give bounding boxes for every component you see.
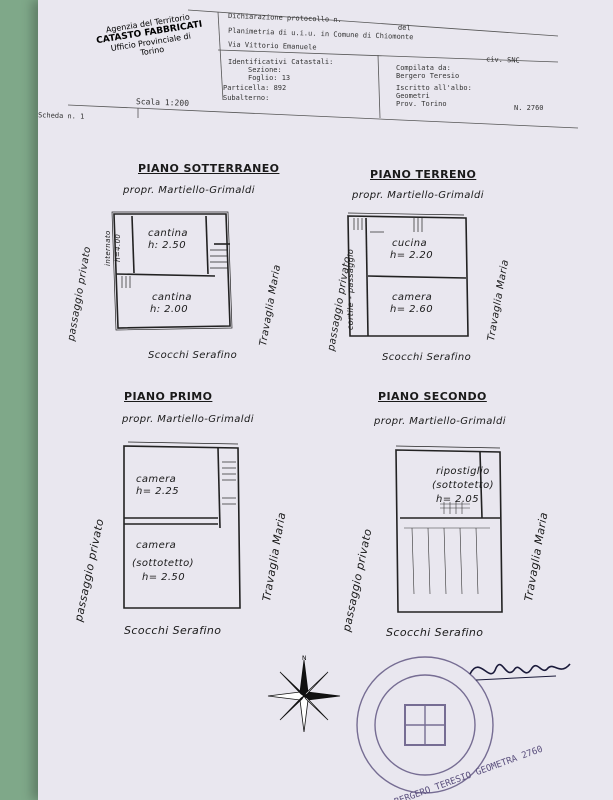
geometri-label: Geometri (396, 92, 430, 100)
prov-label: Prov. Torino (396, 100, 447, 108)
second-east: Travaglia Maria (522, 511, 551, 603)
first-room2-h: h= 2.50 (142, 572, 185, 583)
signature (469, 663, 571, 681)
iscritto-label: Iscritto all'albo: (396, 84, 472, 92)
number-label: N. 2760 (514, 104, 544, 112)
first-room2: camera (136, 540, 177, 551)
first-room1: camera (136, 474, 177, 485)
first-title: PIANO PRIMO (124, 390, 213, 403)
compass-rose-icon: N (267, 655, 341, 733)
second-room1-sub: (sottotetto) (432, 480, 494, 491)
underground-south: Scocchi Serafino (148, 350, 238, 361)
ground-room1-h: h= 2.20 (390, 250, 433, 261)
second-floorplan (395, 445, 503, 613)
first-north: propr. Martiello-Grimaldi (122, 414, 254, 425)
second-north: propr. Martiello-Grimaldi (374, 416, 506, 427)
civ-text: civ. SNC (485, 55, 520, 65)
ground-north: propr. Martiello-Grimaldi (352, 190, 484, 201)
document-sheet: Agenzia del Territorio CATASTO FABBRICAT… (38, 0, 613, 800)
sezione: Sezione: (248, 66, 282, 74)
underground-room1-h: h: 2.50 (148, 240, 186, 251)
ground-corridor: cortile - passaggio (346, 248, 355, 330)
first-room2-sub: (sottotetto) (132, 558, 194, 569)
second-title: PIANO SECONDO (378, 390, 487, 403)
underground-room2-h: h: 2.00 (150, 304, 188, 315)
ground-room2-h: h= 2.60 (390, 304, 433, 315)
foglio: Foglio: 13 (248, 74, 291, 82)
second-room1: ripostiglio (436, 466, 490, 477)
scheda-label: Scheda n. 1 (37, 111, 85, 121)
ground-east: Travaglia Maria (486, 258, 512, 342)
header-grid (67, 9, 579, 129)
first-floorplan (123, 441, 241, 609)
second-room1-h: h= 2.05 (436, 494, 479, 505)
underground-east: Travaglia Maria (258, 263, 284, 347)
second-west: passaggio privato (340, 527, 375, 633)
underground-small-room: internato (104, 230, 112, 266)
scala-label: Scala 1:200 (135, 97, 190, 108)
underground-room2: cantina (152, 292, 192, 303)
ground-title: PIANO TERRENO (370, 168, 477, 181)
underground-title: PIANO SOTTERRANEO (138, 162, 280, 175)
ground-room1: cucina (392, 238, 427, 249)
first-east: Travaglia Maria (260, 511, 289, 603)
ident-label: Identificativi Catastali: (228, 58, 334, 66)
compilata-label: Compilata da: (396, 64, 451, 72)
second-south: Scocchi Serafino (386, 626, 484, 639)
first-west: passaggio privato (72, 517, 107, 623)
declaration-del: del (397, 23, 411, 33)
underground-floorplan (111, 211, 233, 331)
underground-north: propr. Martiello-Grimaldi (123, 185, 255, 196)
compiler-name: Bergero Teresio (396, 72, 460, 80)
underground-small-room-h: h=4.00 (114, 233, 122, 262)
underground-room1: cantina (148, 228, 188, 239)
svg-text:N: N (302, 655, 307, 662)
stamp-text: BERGERO TERESIO GEOMETRA 2760 (393, 745, 544, 800)
first-south: Scocchi Serafino (124, 624, 222, 637)
subalterno: Subalterno: (223, 94, 270, 102)
first-room1-h: h= 2.25 (136, 486, 179, 497)
particella: Particella: 892 (223, 84, 287, 92)
ground-room2: camera (392, 292, 433, 303)
ground-south: Scocchi Serafino (382, 352, 472, 363)
underground-west: passaggio privato (66, 245, 94, 342)
ground-floorplan (347, 212, 469, 337)
